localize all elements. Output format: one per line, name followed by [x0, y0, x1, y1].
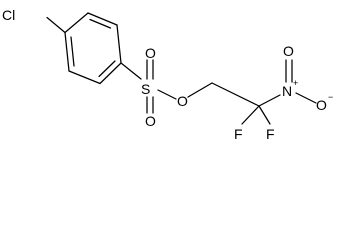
- ring-bond-5: [68, 70, 101, 85]
- ring-bond-6: [64, 31, 70, 72]
- atom-f-left: F: [234, 126, 243, 142]
- ring-bond-3: [116, 24, 122, 64]
- bond-c-f-right: [258, 105, 271, 125]
- atom-o-sulfonyl-bottom: O: [145, 113, 156, 129]
- bond-ring-s: [120, 62, 142, 80]
- atom-n-nitro: N: [282, 83, 292, 99]
- ring-double-bond-inner-1: [89, 18, 112, 29]
- atom-o-sulfonyl-top: O: [145, 45, 156, 61]
- ring-double-bond-inner-3: [70, 36, 75, 67]
- bond-o-ch2: [187, 82, 213, 98]
- ring-bond-4: [99, 62, 122, 85]
- bond-c-f-left: [241, 105, 260, 125]
- atom-f-right: F: [266, 126, 275, 142]
- charge-n-plus: +: [293, 78, 298, 88]
- structure-canvas: Cl S O O O F F N + O O −: [2, 7, 333, 142]
- bond-cl-ring: [46, 16, 66, 34]
- atom-s: S: [141, 81, 150, 97]
- ring-bond-1: [64, 12, 89, 34]
- bond-ch2-cf2: [211, 82, 260, 107]
- atom-o-ester: O: [177, 93, 188, 109]
- atom-cl: Cl: [2, 7, 15, 23]
- atom-o-nitro-top: O: [283, 43, 294, 59]
- ring-double-bond-inner-2: [98, 60, 116, 78]
- bond-s-o-ester: [157, 89, 177, 100]
- charge-o-minus: −: [328, 92, 333, 102]
- bond-cf2-n: [258, 94, 281, 107]
- atom-o-nitro-right: O: [316, 97, 327, 113]
- chemical-structure: Cl S O O O F F N + O O −: [2, 7, 333, 142]
- ring-bond-2: [87, 12, 118, 26]
- bond-n-o-right: [295, 92, 317, 104]
